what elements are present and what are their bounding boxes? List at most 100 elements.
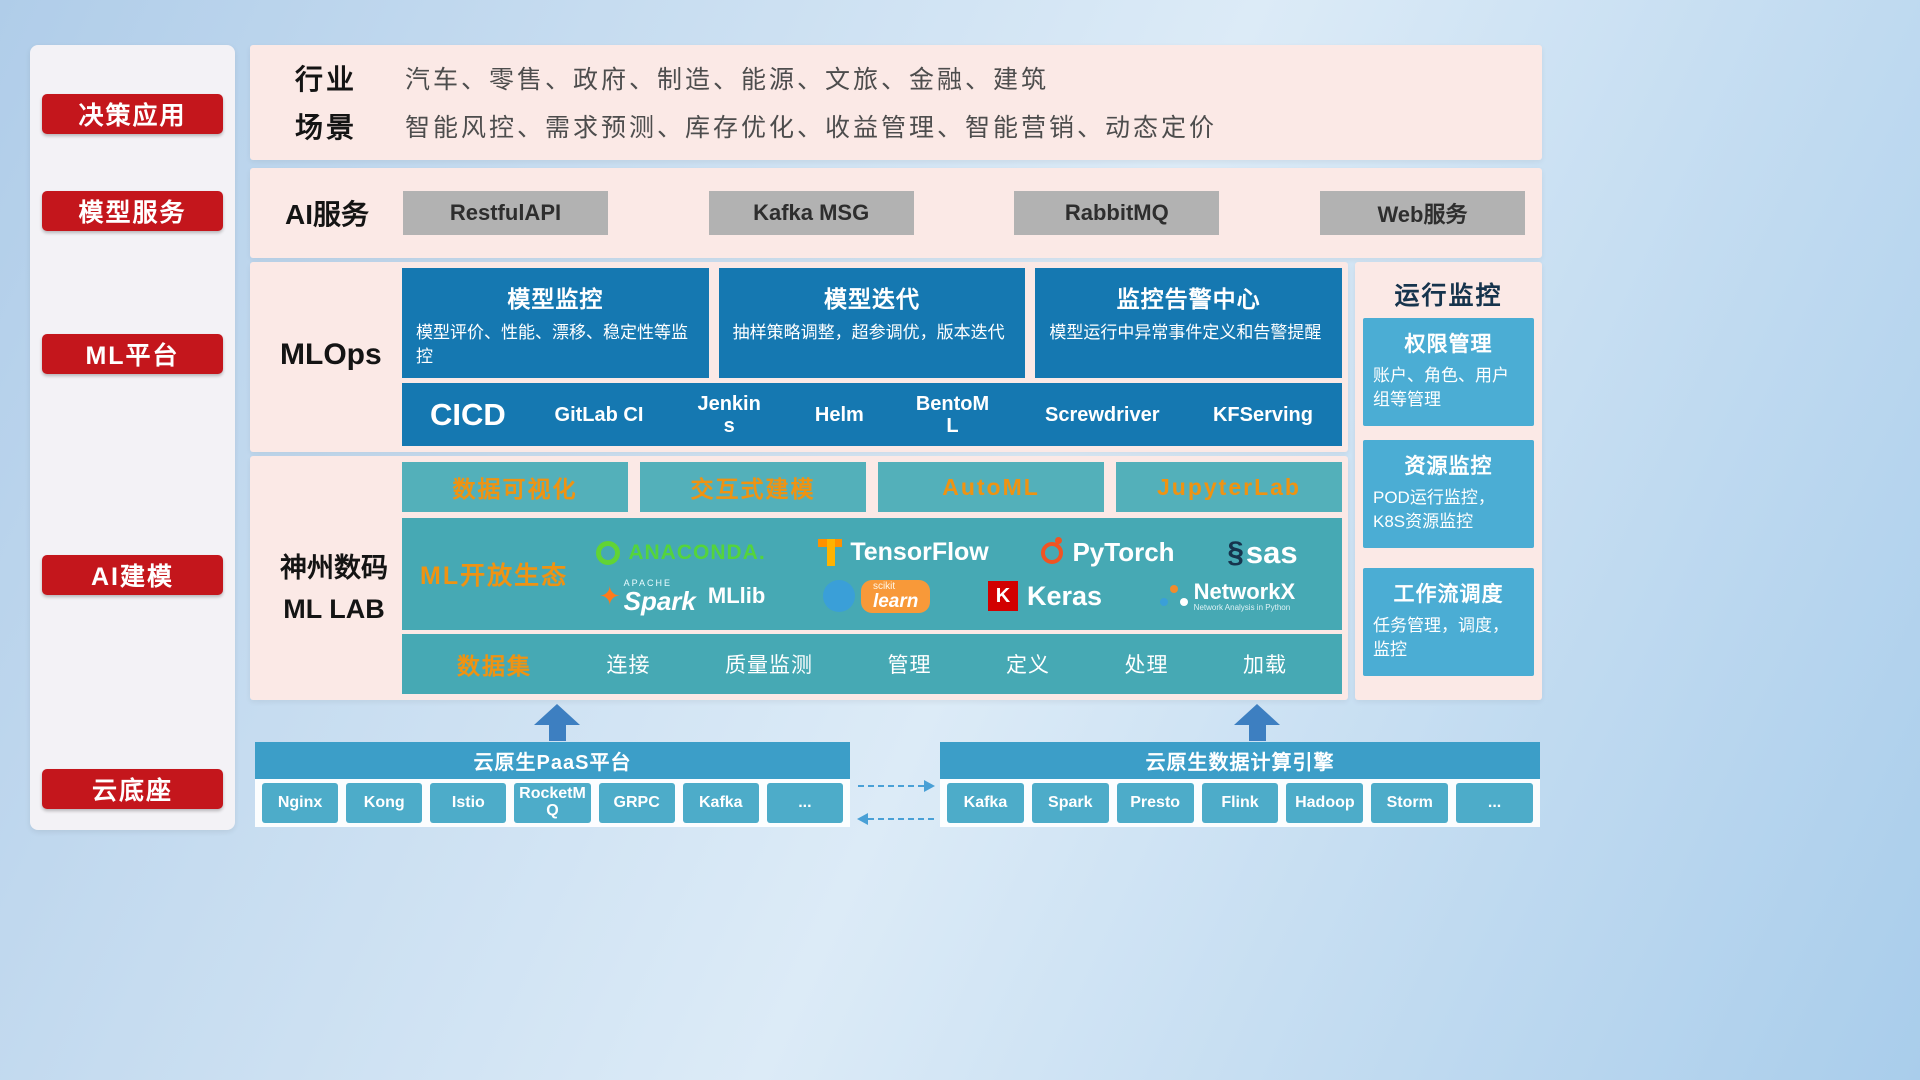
model-monitoring-card: 模型监控 模型评价、性能、漂移、稳定性等监控 <box>402 268 709 378</box>
keras-label: Keras <box>1026 580 1103 611</box>
spark-label: Spark <box>623 585 696 616</box>
dataset-item-quality: 质量监测 <box>725 654 813 677</box>
mllib-label: MLlib <box>707 583 766 608</box>
scikit-learn-badge: scikit learn <box>860 579 931 613</box>
sas-logo: sas <box>1227 534 1298 571</box>
run-monitoring-title: 运行监控 <box>1394 282 1503 310</box>
anaconda-icon <box>596 540 621 565</box>
cicd-tool-bentoml: BentoML <box>915 392 990 437</box>
ml-ecosystem-label: ML开放生态 <box>420 562 569 590</box>
data-engine-tools-strip: Kafka Spark Presto Flink Hadoop Storm ..… <box>940 779 1540 827</box>
cicd-bar: CICD GitLab CI Jenkins Helm BentoML Scre… <box>402 383 1342 446</box>
mllab-label: 神州数码 ML LAB <box>264 548 404 629</box>
tool-more: ... <box>766 783 843 823</box>
dataset-item-define: 定义 <box>1006 654 1050 677</box>
eco-row-2: APACHE Spark MLlib scikit learn K <box>570 577 1324 616</box>
networkx-icon <box>1160 583 1186 609</box>
scenario-list: 智能风控、需求预测、库存优化、收益管理、智能营销、动态定价 <box>405 114 1218 142</box>
pytorch-logo: PyTorch <box>1041 536 1175 568</box>
mllab-label-line1: 神州数码 <box>280 553 388 583</box>
cicd-tool-screwdriver: Screwdriver <box>1044 403 1160 426</box>
dataset-bar: 数据集 连接 质量监测 管理 定义 处理 加载 <box>402 634 1342 694</box>
card-title: 权限管理 <box>1404 333 1493 356</box>
card-body: 抽样策略调整，超参调优，版本迭代 <box>732 323 1005 342</box>
alert-center-card: 监控告警中心 模型运行中异常事件定义和告警提醒 <box>1035 268 1343 378</box>
sas-label: sas <box>1245 534 1298 570</box>
industry-list: 汽车、零售、政府、制造、能源、文旅、金融、建筑 <box>405 66 1050 94</box>
layer-ml-platform: ML平台 <box>42 334 223 374</box>
pytorch-icon <box>1041 536 1064 564</box>
tool-more2: ... <box>1456 783 1534 823</box>
spark-star-icon <box>599 581 624 612</box>
tool-flink: Flink <box>1201 783 1279 823</box>
card-body: 账户、角色、用户组等管理 <box>1373 366 1509 409</box>
card-body: 任务管理，调度，监控 <box>1373 616 1509 659</box>
automl-button: AutoML <box>878 462 1104 512</box>
card-body: 模型运行中异常事件定义和告警提醒 <box>1049 323 1322 342</box>
mlops-panel: MLOps 模型监控 模型评价、性能、漂移、稳定性等监控 模型迭代 抽样策略调整… <box>250 262 1348 452</box>
scenario-row: 场景 智能风控、需求预测、库存优化、收益管理、智能营销、动态定价 <box>295 107 1522 145</box>
paas-header: 云原生PaaS平台 <box>255 742 850 779</box>
model-iteration-card: 模型迭代 抽样策略调整，超参调优，版本迭代 <box>718 268 1026 378</box>
cicd-tool-helm: Helm <box>814 403 864 426</box>
ai-service-panel: AI服务 RestfulAPI Kafka MSG RabbitMQ Web服务 <box>250 168 1542 258</box>
cicd-tool-kfserving: KFServing <box>1212 403 1313 426</box>
ai-service-label: AI服务 <box>285 199 370 230</box>
networkx-text-stack: NetworkX Network Analysis in Python <box>1194 579 1295 613</box>
tool-grpc: GRPC <box>598 783 675 823</box>
dataset-label: 数据集 <box>457 653 532 679</box>
ml-ecosystem-box: ML开放生态 ANACONDA. TensorFlow PyTorch <box>402 518 1342 630</box>
paas-tools-strip: Nginx Kong Istio RocketMQ GRPC Kafka ... <box>255 779 850 827</box>
resource-monitoring-card: 资源监控 POD运行监控，K8S资源监控 <box>1363 440 1534 548</box>
tensorflow-label: TensorFlow <box>850 538 989 566</box>
layer-decision-app: 决策应用 <box>42 94 223 134</box>
jupyterlab-button: JupyterLab <box>1116 462 1342 512</box>
tool-istio: Istio <box>430 783 507 823</box>
scikit-learn-logo: scikit learn <box>822 579 931 613</box>
industry-scenario-panel: 行业 汽车、零售、政府、制造、能源、文旅、金融、建筑 场景 智能风控、需求预测、… <box>250 45 1542 160</box>
anaconda-label: ANACONDA. <box>628 540 766 564</box>
networkx-logo: NetworkX Network Analysis in Python <box>1160 579 1295 613</box>
card-title: 资源监控 <box>1404 455 1493 478</box>
layer-sidebar: 决策应用 模型服务 ML平台 AI建模 云底座 <box>30 45 235 830</box>
tool-kong: Kong <box>346 783 423 823</box>
tool-hadoop: Hadoop <box>1286 783 1364 823</box>
permission-mgmt-card: 权限管理 账户、角色、用户组等管理 <box>1363 318 1534 426</box>
card-body: 模型评价、性能、漂移、稳定性等监控 <box>416 323 688 366</box>
tool-storm: Storm <box>1371 783 1449 823</box>
tensorflow-logo: TensorFlow <box>818 538 989 567</box>
ml-ecosystem-logos: ANACONDA. TensorFlow PyTorch sas <box>570 535 1324 614</box>
dataset-item-connect: 连接 <box>606 654 651 677</box>
industry-label: 行业 <box>295 64 358 95</box>
tool-presto: Presto <box>1116 783 1194 823</box>
apache-label: APACHE <box>623 577 672 588</box>
restfulapi-button: RestfulAPI <box>403 191 608 235</box>
sas-icon <box>1227 536 1246 570</box>
mllab-panel: 神州数码 ML LAB 数据可视化 交互式建模 AutoML JupyterLa… <box>250 456 1348 700</box>
mlops-label: MLOps <box>280 338 382 371</box>
dataset-item-manage: 管理 <box>887 654 932 677</box>
dataset-item-process: 处理 <box>1124 654 1169 677</box>
eco-row-1: ANACONDA. TensorFlow PyTorch sas <box>570 535 1324 571</box>
card-title: 模型迭代 <box>824 286 920 312</box>
ai-service-buttons: RestfulAPI Kafka MSG RabbitMQ Web服务 <box>403 191 1525 235</box>
scenario-label: 场景 <box>295 112 358 143</box>
tensorflow-icon <box>818 539 843 566</box>
learn-label: learn <box>872 590 919 612</box>
dataset-item-load: 加载 <box>1243 654 1287 677</box>
tool-kafka2: Kafka <box>947 783 1024 823</box>
web-service-button: Web服务 <box>1319 191 1525 235</box>
tool-nginx: Nginx <box>262 783 339 823</box>
interactive-modeling-button: 交互式建模 <box>640 462 866 512</box>
layer-ai-modeling: AI建模 <box>42 555 223 595</box>
tool-kafka: Kafka <box>682 783 759 823</box>
run-monitoring-panel: 运行监控 权限管理 账户、角色、用户组等管理 资源监控 POD运行监控，K8S资… <box>1355 262 1542 700</box>
workflow-scheduling-card: 工作流调度 任务管理，调度，监控 <box>1363 568 1534 676</box>
card-title: 监控告警中心 <box>1116 286 1261 312</box>
spark-text-stack: APACHE Spark <box>623 577 696 616</box>
kafka-msg-button: Kafka MSG <box>708 191 914 235</box>
cicd-tool-gitlab: GitLab CI <box>554 403 644 426</box>
card-title: 模型监控 <box>507 286 604 312</box>
data-engine-header: 云原生数据计算引擎 <box>940 742 1540 779</box>
